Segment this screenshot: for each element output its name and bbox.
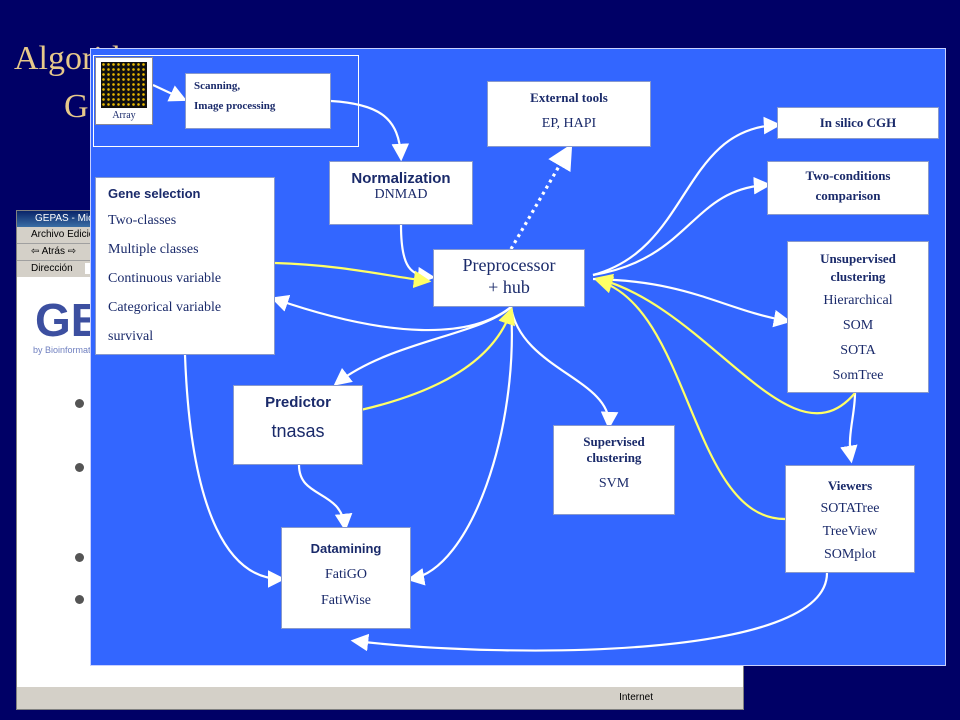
external-tools-item: EP, HAPI — [541, 116, 597, 131]
arrow-normalization-preprocessor — [399, 224, 436, 285]
array-thumbnail: Array — [95, 57, 153, 125]
arrow-viewers-datamining — [350, 572, 829, 652]
slide-title-line2: G — [64, 88, 89, 125]
scanning-box: Scanning, Image processing — [185, 73, 331, 129]
arrow-hub-supervised — [509, 306, 619, 430]
gene-selection-item: Continuous variable — [108, 271, 222, 286]
viewers-item: SOTATree — [820, 501, 880, 516]
gene-selection-box: Gene selection Two-classes Multiple clas… — [95, 177, 275, 355]
arrow-hub-external — [509, 143, 573, 250]
arrow-geneselection-datamining — [183, 354, 286, 588]
bullet-icon — [75, 399, 84, 408]
datamining-title: Datamining — [310, 541, 382, 556]
datamining-item: FatiWise — [321, 593, 371, 608]
diagram-panel: Array Scanning, Image processing Externa… — [90, 48, 946, 666]
preprocessor-line2: + hub — [488, 277, 530, 297]
in-silico-cgh-box: In silico CGH — [777, 107, 939, 139]
status-zone: Internet — [619, 692, 653, 703]
gene-selection-item: Categorical variable — [108, 300, 222, 315]
in-silico-cgh-label: In silico CGH — [819, 115, 897, 130]
supervised-item: SVM — [598, 476, 630, 491]
two-conditions-line2: comparison — [815, 188, 881, 203]
gepas-logo-sub: by Bioinformat — [33, 345, 91, 355]
datamining-item: FatiGO — [325, 567, 367, 582]
connector-arrows — [152, 84, 858, 652]
bullet-icon — [75, 553, 84, 562]
arrow-hub-cgh — [592, 116, 782, 277]
normalization-item: DNMAD — [374, 187, 428, 202]
two-conditions-box: Two-conditions comparison — [767, 161, 929, 215]
arrow-geneselection-hub-yellow — [274, 261, 432, 289]
external-tools-box: External tools EP, HAPI — [487, 81, 651, 147]
gene-selection-item: Multiple classes — [108, 242, 199, 257]
preprocessor-hub-box: Preprocessor + hub — [433, 249, 585, 307]
viewers-item: SOMplot — [823, 547, 877, 562]
external-tools-title: External tools — [530, 90, 608, 105]
predictor-item: tnasas — [271, 421, 325, 441]
datamining-box: Datamining FatiGO FatiWise — [281, 527, 411, 629]
arrow-predictor-datamining — [297, 464, 353, 532]
unsupervised-title-line2: clustering — [830, 269, 886, 284]
address-label: Dirección — [31, 263, 73, 274]
bullet-icon — [75, 463, 84, 472]
gene-selection-title: Gene selection — [108, 186, 201, 201]
arrow-hub-datamining — [406, 306, 513, 586]
scanning-line2: Image processing — [194, 100, 276, 112]
array-image-icon — [101, 62, 147, 108]
predictor-box: Predictor tnasas — [233, 385, 363, 465]
unsupervised-item: SOM — [842, 318, 874, 333]
arrow-hub-predictor — [333, 306, 512, 386]
arrow-hub-unsupervised — [592, 277, 792, 328]
normalization-title: Normalization — [351, 170, 451, 187]
viewers-box: Viewers SOTATree TreeView SOMplot — [785, 465, 915, 573]
scanning-line1: Scanning, — [194, 80, 241, 92]
supervised-clustering-box: Supervised clustering SVM — [553, 425, 675, 515]
unsupervised-item: SomTree — [832, 368, 884, 383]
arrow-unsupervised-viewers — [840, 392, 858, 464]
preprocessor-line1: Preprocessor — [462, 255, 556, 275]
normalization-box: Normalization DNMAD — [329, 161, 473, 225]
supervised-title-line2: clustering — [586, 450, 642, 465]
arrow-predictor-hub-yellow — [336, 306, 516, 417]
arrow-scanning-normalization — [330, 99, 410, 162]
bullet-icon — [75, 595, 84, 604]
gene-selection-item: survival — [108, 329, 154, 344]
two-conditions-line1: Two-conditions — [805, 168, 891, 183]
unsupervised-item: Hierarchical — [823, 293, 893, 308]
unsupervised-title-line1: Unsupervised — [820, 251, 896, 266]
arrow-array-scanning — [152, 84, 187, 102]
supervised-title-line1: Supervised — [583, 434, 645, 449]
arrow-unsupervised-hub-yellow — [594, 273, 856, 415]
gene-selection-item: Two-classes — [108, 213, 177, 228]
predictor-title: Predictor — [265, 394, 331, 411]
array-label: Array — [112, 110, 136, 121]
arrow-viewers-hub-yellow — [594, 276, 786, 521]
viewers-item: TreeView — [822, 524, 878, 539]
viewers-title: Viewers — [827, 478, 873, 493]
status-bar: Internet — [17, 687, 743, 709]
unsupervised-clustering-box: Unsupervised clustering Hierarchical SOM… — [787, 241, 929, 393]
unsupervised-item: SOTA — [840, 343, 876, 358]
arrow-hub-twocond — [592, 176, 772, 277]
